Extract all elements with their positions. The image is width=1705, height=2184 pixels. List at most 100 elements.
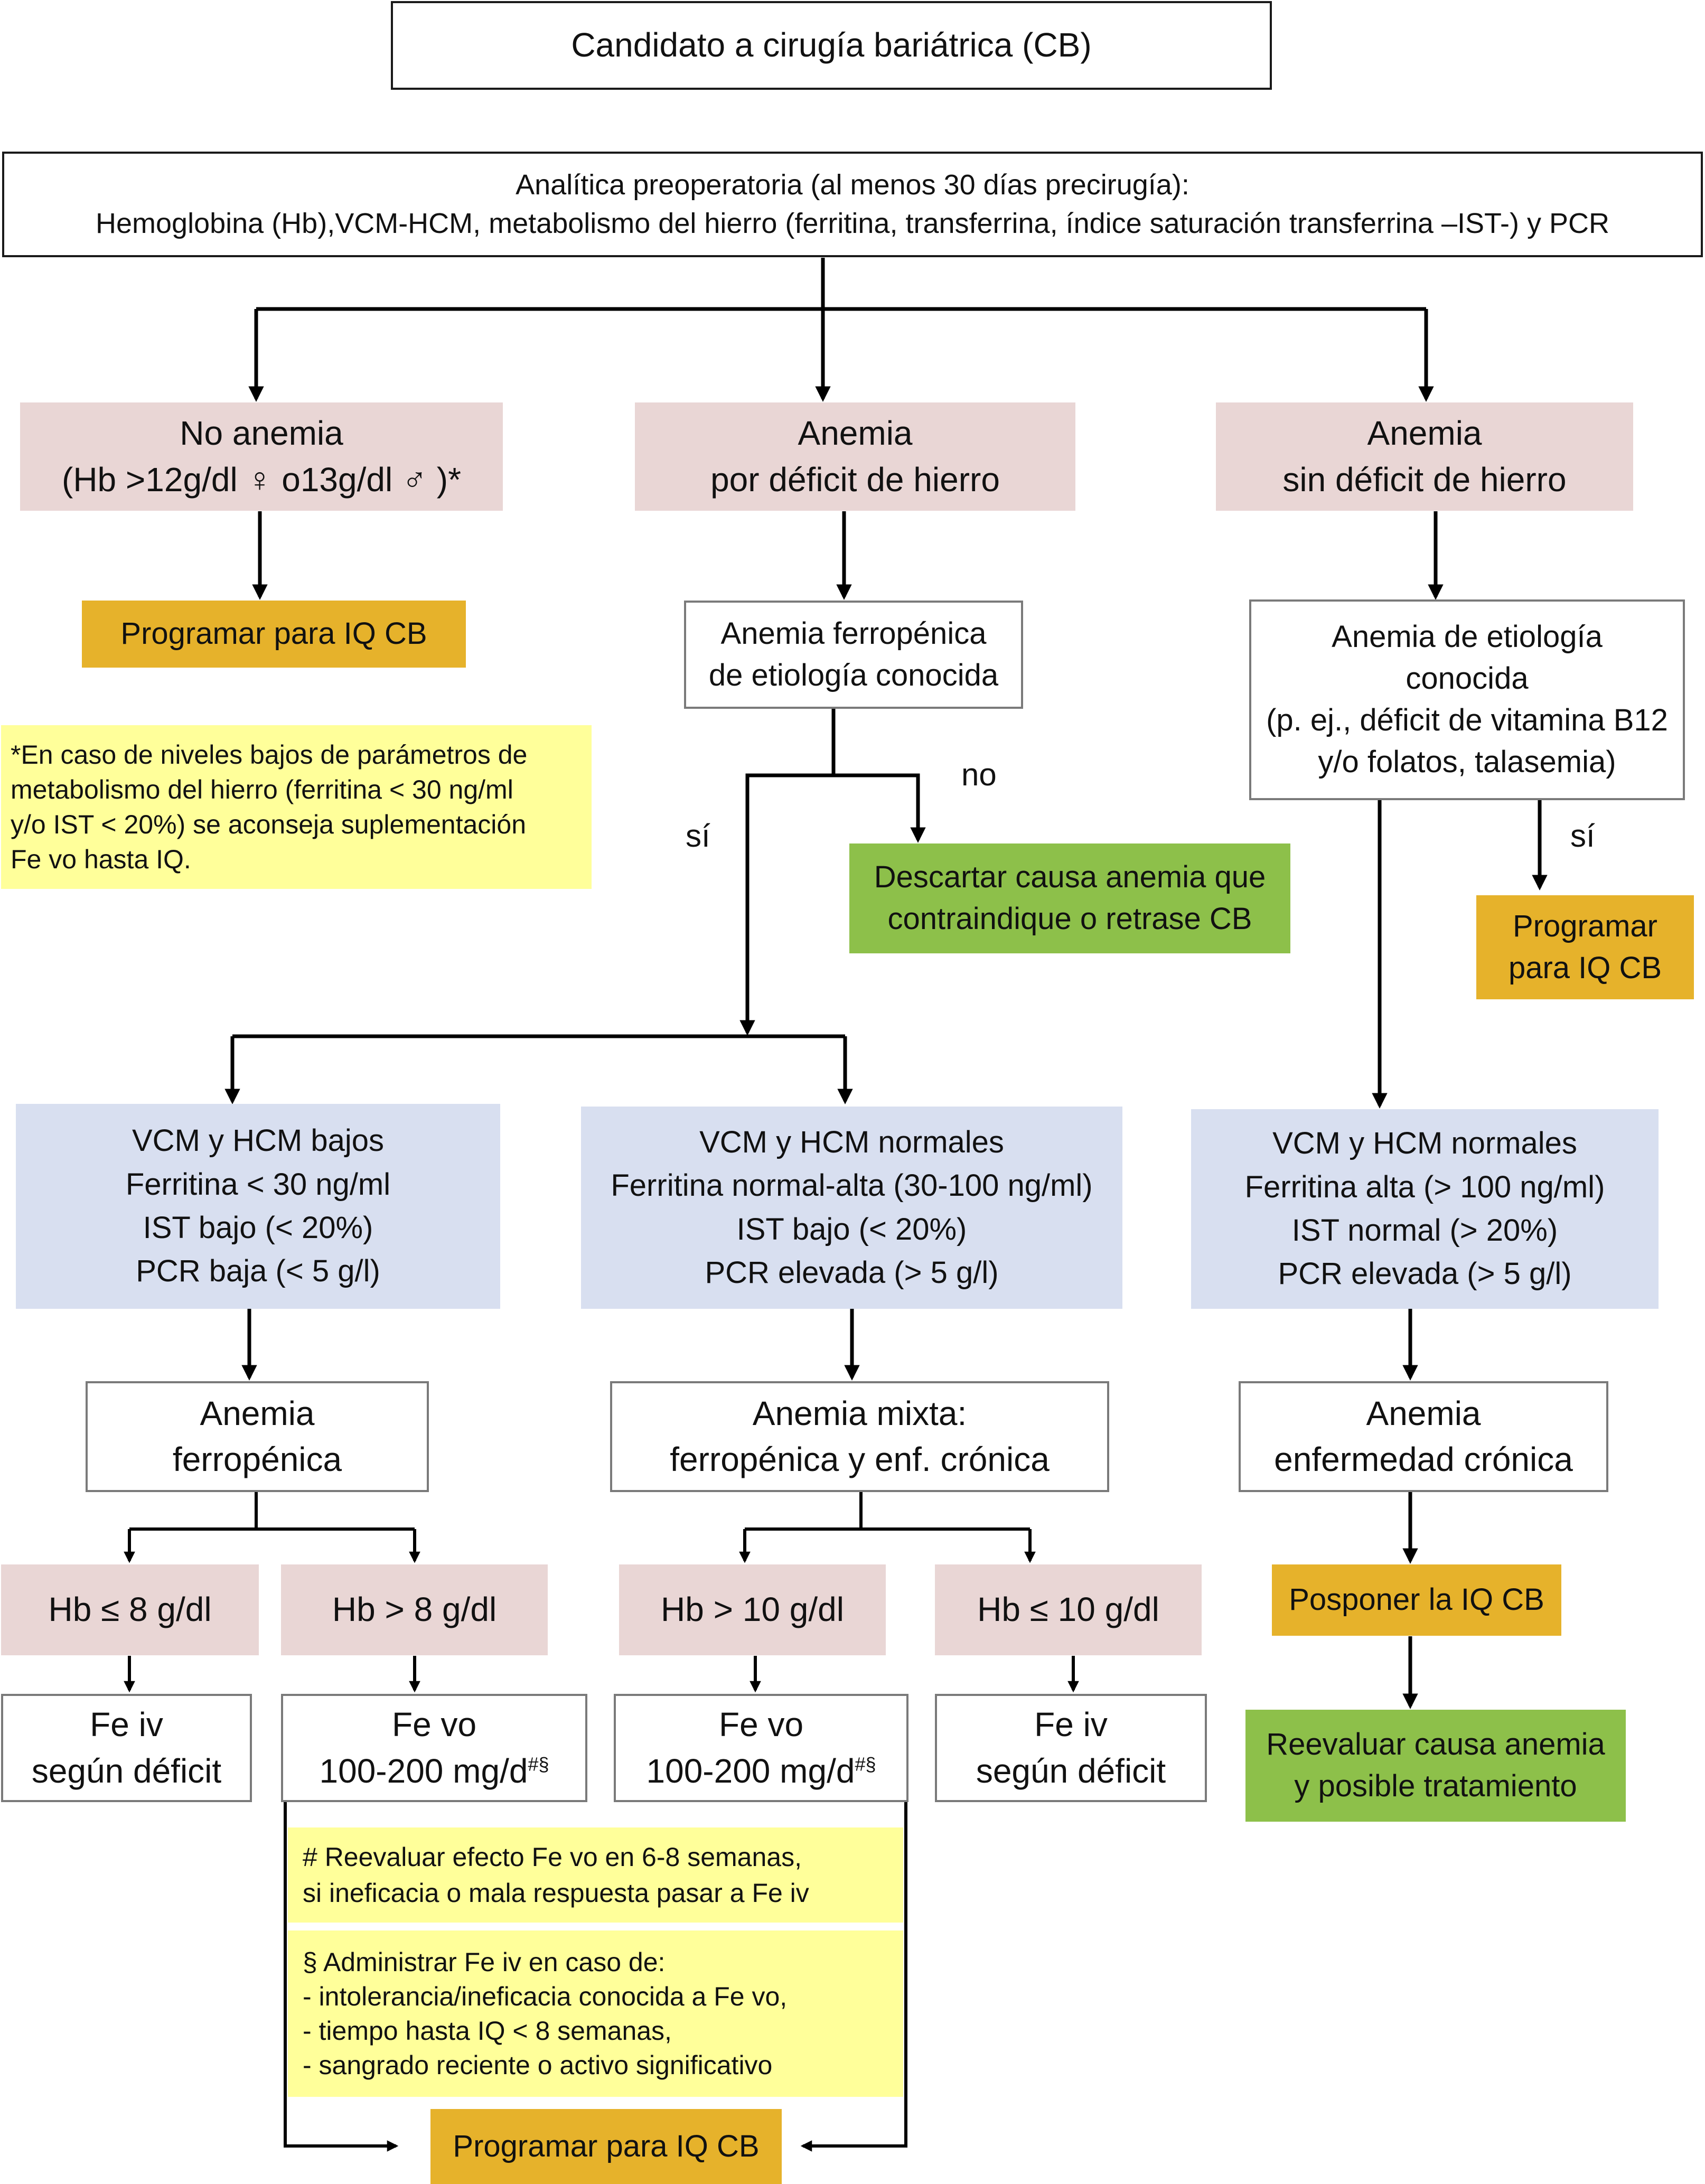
ferropenica-conocida-line2: de etiología conocida: [708, 658, 999, 692]
programar-2-line2: para IQ CB: [1508, 950, 1662, 985]
fe-vo-2-line1: Fe vo: [718, 1705, 804, 1744]
label-si-right: sí: [1570, 818, 1595, 854]
preop-line2: Hemoglobina (Hb),VCM-HCM, metabolismo de…: [96, 208, 1609, 239]
hb-le8-text: Hb ≤ 8 g/dl: [48, 1590, 212, 1629]
footnote-star-line1: *En caso de niveles bajos de parámetros …: [11, 740, 528, 770]
fe-iv-1-line1: Fe iv: [90, 1705, 163, 1744]
etiologia-line3: (p. ej., déficit de vitamina B12: [1266, 703, 1668, 737]
anemia-ferropenica-line2: ferropénica: [172, 1440, 342, 1478]
anemia-deficit-box: Anemia por déficit de hierro: [635, 402, 1075, 511]
note-section-line1: § Administrar Fe iv en caso de:: [303, 1947, 666, 1977]
hb-le10-text: Hb ≤ 10 g/dl: [977, 1590, 1159, 1629]
preop-box: Analítica preoperatoria (al menos 30 día…: [2, 152, 1703, 257]
criteria-vcm-normales-1-box: VCM y HCM normales Ferritina normal-alta…: [581, 1107, 1122, 1309]
programar-1-text: Programar para IQ CB: [120, 616, 427, 651]
reevaluar-line1: Reevaluar causa anemia: [1266, 1727, 1605, 1762]
fe-vo-1-line1: Fe vo: [391, 1705, 477, 1744]
anemia-mixta-line2: ferropénica y enf. crónica: [670, 1440, 1050, 1478]
descartar-line2: contraindique o retrase CB: [887, 902, 1252, 936]
no-anemia-box: No anemia (Hb >12g/dl ♀ o13g/dl ♂ )*: [20, 402, 503, 511]
preop-line1: Analítica preoperatoria (al menos 30 día…: [516, 168, 1189, 201]
note-section-box: § Administrar Fe iv en caso de: - intole…: [288, 1930, 903, 2097]
criteria-vcm-normales-2-box: VCM y HCM normales Ferritina alta (> 100…: [1191, 1109, 1659, 1309]
anemia-ferropenica-line1: Anemia: [200, 1394, 315, 1432]
ferropenica-conocida-box: Anemia ferropénica de etiología conocida: [684, 601, 1023, 709]
posponer-box: Posponer la IQ CB: [1272, 1564, 1561, 1636]
note-section-line3: - tiempo hasta IQ < 8 semanas,: [303, 2016, 672, 2046]
footnote-star-line3: y/o IST < 20%) se aconseja suplementació…: [11, 810, 527, 839]
note-hash-box: # Reevaluar efecto Fe vo en 6-8 semanas,…: [288, 1827, 903, 1923]
title-text: Candidato a cirugía bariátrica (CB): [571, 26, 1092, 64]
fe-vo-2-line2: 100-200 mg/d#§: [647, 1748, 876, 1794]
note-section-line2: - intolerancia/ineficacia conocida a Fe …: [303, 1981, 788, 2011]
ferropenica-conocida-line1: Anemia ferropénica: [720, 616, 987, 651]
descartar-box: Descartar causa anemia que contraindique…: [849, 843, 1290, 953]
anemia-sin-deficit-box: Anemia sin déficit de hierro: [1216, 402, 1633, 511]
fe-iv-1-line2: según déficit: [31, 1751, 222, 1790]
fe-iv-2-line1: Fe iv: [1034, 1705, 1108, 1744]
label-no: no: [961, 757, 997, 792]
anemia-deficit-line1: Anemia: [798, 414, 913, 453]
vcm-bajos-line1: VCM y HCM bajos: [132, 1123, 384, 1158]
etiologia-conocida-box: Anemia de etiología conocida (p. ej., dé…: [1249, 599, 1685, 800]
fe-vo-box-1: Fe vo 100-200 mg/d#§: [281, 1694, 587, 1802]
vcm-bajos-line3: IST bajo (< 20%): [143, 1211, 373, 1245]
programar-box-3: Programar para IQ CB: [430, 2109, 782, 2184]
anemia-mixta-line1: Anemia mixta:: [752, 1394, 967, 1432]
anemia-ferropenica-box: Anemia ferropénica: [86, 1381, 429, 1492]
note-hash-line2: si ineficacia o mala respuesta pasar a F…: [303, 1878, 809, 1908]
programar-box-2: Programar para IQ CB: [1476, 895, 1694, 999]
programar-2-line1: Programar: [1513, 908, 1657, 943]
hb-le8-box: Hb ≤ 8 g/dl: [1, 1564, 259, 1655]
vcm-normales-1-line1: VCM y HCM normales: [699, 1124, 1004, 1159]
criteria-vcm-bajos-box: VCM y HCM bajos Ferritina < 30 ng/ml IST…: [16, 1104, 500, 1309]
vcm-normales-2-line2: Ferritina alta (> 100 ng/ml): [1244, 1169, 1605, 1204]
hb-le10-box: Hb ≤ 10 g/dl: [935, 1564, 1202, 1655]
anemia-deficit-line2: por déficit de hierro: [710, 460, 1000, 499]
anemia-mixta-box: Anemia mixta: ferropénica y enf. crónica: [610, 1381, 1109, 1492]
vcm-normales-2-line3: IST normal (> 20%): [1291, 1213, 1558, 1248]
footnote-star-box: *En caso de niveles bajos de parámetros …: [1, 725, 592, 889]
vcm-bajos-line4: PCR baja (< 5 g/l): [136, 1254, 380, 1289]
posponer-text: Posponer la IQ CB: [1289, 1582, 1544, 1617]
note-hash-line1: # Reevaluar efecto Fe vo en 6-8 semanas,: [303, 1842, 802, 1872]
anemia-cronica-box: Anemia enfermedad crónica: [1239, 1381, 1608, 1492]
vcm-normales-1-line3: IST bajo (< 20%): [736, 1212, 967, 1246]
hb-gt10-text: Hb > 10 g/dl: [661, 1590, 844, 1629]
no-anemia-line2: (Hb >12g/dl ♀ o13g/dl ♂ )*: [62, 460, 461, 499]
hb-gt8-text: Hb > 8 g/dl: [332, 1590, 497, 1629]
vcm-normales-1-line2: Ferritina normal-alta (30-100 ng/ml): [611, 1168, 1093, 1203]
hb-gt10-box: Hb > 10 g/dl: [619, 1564, 886, 1655]
anemia-sin-deficit-line2: sin déficit de hierro: [1282, 460, 1567, 499]
fe-vo-2-dose: 100-200 mg/d: [646, 1751, 855, 1790]
fe-iv-2-line2: según déficit: [976, 1751, 1166, 1790]
title-box: Candidato a cirugía bariátrica (CB): [391, 1, 1272, 90]
footnote-star-line4: Fe vo hasta IQ.: [11, 845, 191, 874]
fe-vo-1-dose: 100-200 mg/d: [319, 1751, 528, 1790]
fe-vo-2-marks: #§: [855, 1753, 876, 1775]
etiologia-line1: Anemia de etiología: [1332, 620, 1603, 654]
label-si-left: sí: [686, 818, 710, 854]
vcm-bajos-line2: Ferritina < 30 ng/ml: [125, 1167, 391, 1202]
note-section-line4: - sangrado reciente o activo significati…: [303, 2050, 773, 2080]
programar-3-text: Programar para IQ CB: [453, 2129, 760, 2163]
anemia-cronica-line2: enfermedad crónica: [1274, 1440, 1573, 1478]
vcm-normales-2-line1: VCM y HCM normales: [1272, 1126, 1577, 1161]
fe-iv-box-1: Fe iv según déficit: [1, 1694, 252, 1802]
vcm-normales-1-line4: PCR elevada (> 5 g/l): [705, 1255, 999, 1290]
fe-vo-1-marks: #§: [528, 1753, 549, 1775]
reevaluar-line2: y posible tratamiento: [1294, 1769, 1577, 1803]
vcm-normales-2-line4: PCR elevada (> 5 g/l): [1278, 1257, 1572, 1291]
anemia-sin-deficit-line1: Anemia: [1367, 414, 1482, 453]
no-anemia-line1: No anemia: [180, 414, 343, 453]
fe-iv-box-2: Fe iv según déficit: [935, 1694, 1207, 1802]
programar-box-1: Programar para IQ CB: [82, 601, 466, 668]
fe-vo-box-2: Fe vo 100-200 mg/d#§: [614, 1694, 908, 1802]
hb-gt8-box: Hb > 8 g/dl: [281, 1564, 548, 1655]
descartar-line1: Descartar causa anemia que: [874, 860, 1266, 895]
reevaluar-box: Reevaluar causa anemia y posible tratami…: [1245, 1710, 1626, 1822]
fe-vo-1-line2: 100-200 mg/d#§: [320, 1748, 549, 1794]
anemia-cronica-line1: Anemia: [1366, 1394, 1481, 1432]
